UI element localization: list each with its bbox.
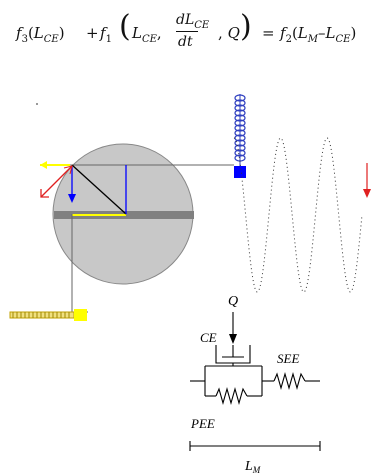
pee-spring [215, 386, 248, 406]
hill-model-circuit [189, 312, 321, 451]
f2-symbol: f [280, 24, 286, 42]
frac-num-subscript: CE [194, 20, 210, 31]
yellow-block [74, 309, 87, 321]
term-f2: f2(LM–LCE) [280, 24, 357, 45]
see-spring [273, 371, 306, 391]
yellow-spring [9, 311, 75, 319]
blue-spring [234, 94, 246, 167]
blue-arrow-down-icon [68, 194, 76, 203]
f2-subscript: 2 [285, 34, 292, 45]
pee-label: PEE [190, 416, 215, 431]
f2-arg-right-subscript: CE [335, 34, 351, 45]
plus-sign: + [86, 24, 99, 42]
radius-line [71, 164, 127, 215]
red-arrow-down-icon [363, 189, 371, 198]
ce-label: CE [200, 330, 217, 345]
term-f1: f1 [100, 24, 112, 45]
fraction-denominator: dt [178, 34, 193, 50]
lm-label: LM [244, 459, 261, 475]
fraction-numerator: dLCE [176, 12, 210, 31]
term-f3: f3(LCE) [16, 24, 65, 45]
lm-label-subscript: M [252, 465, 261, 475]
left-paren: ( [119, 9, 131, 44]
minus-sign: – [318, 24, 326, 42]
red-arrow-tail [63, 165, 73, 175]
q-arrow-head-icon [229, 334, 237, 344]
f3-arg: L [33, 24, 44, 42]
f2-arg-left-subscript: M [307, 34, 319, 45]
f2-arg-right: L [325, 24, 336, 42]
f1-arg1-subscript: CE [141, 34, 157, 45]
equals-sign: = [262, 24, 275, 42]
q-symbol: Q [227, 24, 240, 42]
f1-symbol: f [100, 24, 106, 42]
f3-subscript: 3 [21, 34, 28, 45]
lm-label-main: L [244, 459, 253, 474]
blue-block [234, 166, 246, 178]
f3-symbol: f [16, 24, 22, 42]
stray-dot [36, 103, 38, 105]
f1-arg1-symbol: L [132, 24, 142, 42]
f2-arg-left: L [297, 24, 308, 42]
q-label: Q [228, 294, 238, 309]
length-trace-curve [233, 137, 363, 293]
comma-q: , Q [218, 24, 240, 42]
f1-subscript: 1 [105, 34, 112, 45]
yellow-arrow-head-icon [40, 161, 47, 169]
red-arrow-head-icon [40, 189, 49, 198]
f3-arg-subscript: CE [43, 34, 59, 45]
right-paren: ) [240, 9, 252, 44]
fraction-bar [176, 31, 198, 32]
frac-num-text: dL [176, 12, 195, 28]
comma-1: , [156, 24, 162, 42]
red-arrow-shaft [40, 165, 73, 198]
comma-2: , [218, 24, 223, 42]
f1-arg1: LCE, [132, 24, 162, 45]
see-label: SEE [277, 351, 299, 366]
